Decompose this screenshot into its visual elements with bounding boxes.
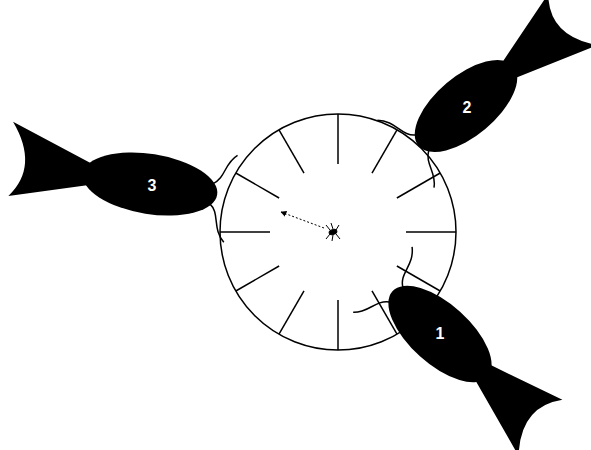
movement-arrow xyxy=(281,212,324,228)
fish-label-area: 2 xyxy=(459,96,476,120)
prey-insect xyxy=(326,223,340,241)
fish-label-area: 3 xyxy=(144,174,161,198)
callout-number: 3 xyxy=(148,177,157,195)
callout-number: 1 xyxy=(436,325,445,343)
predator-fish xyxy=(0,120,238,242)
fish-label-area: 1 xyxy=(432,322,449,346)
callout-number: 2 xyxy=(463,99,472,117)
predator-fish xyxy=(377,0,591,188)
predator-fish xyxy=(353,247,575,450)
